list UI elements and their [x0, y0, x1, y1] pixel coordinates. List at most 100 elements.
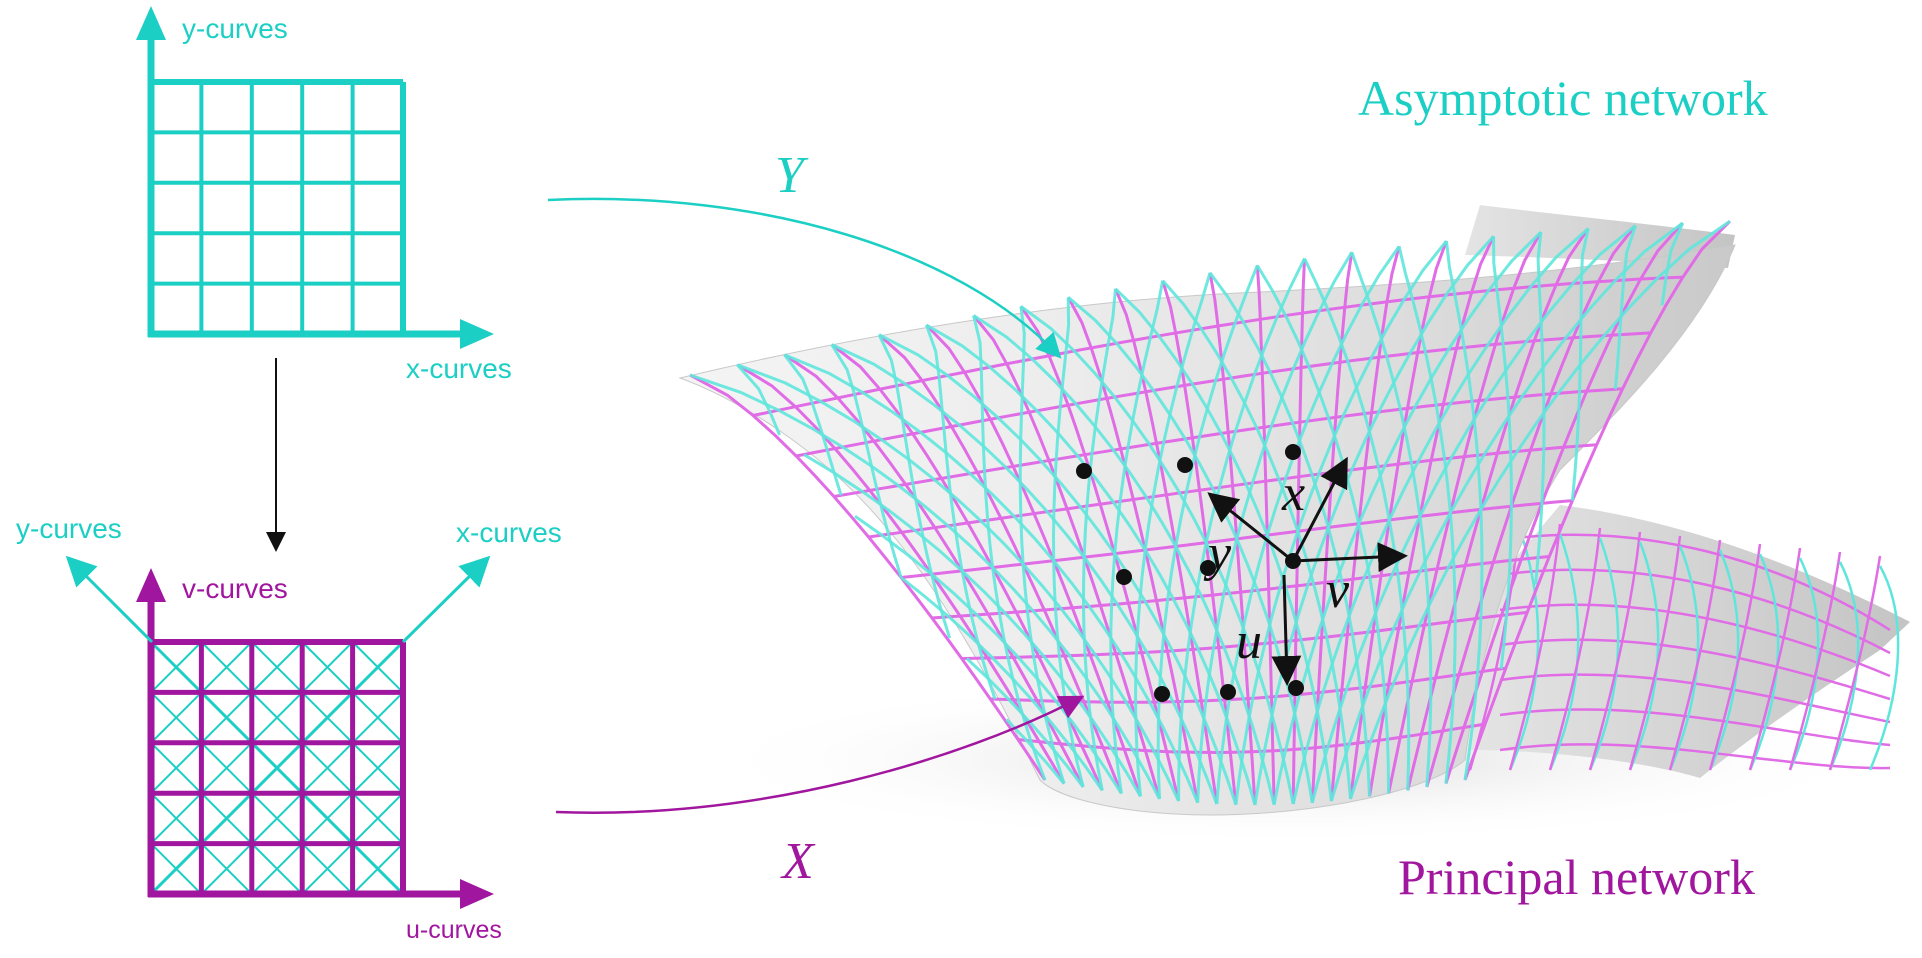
- principal-meridian-curve: [1788, 551, 1842, 771]
- diag-line: [200, 641, 253, 694]
- asymptotic-curve: [1081, 288, 1117, 791]
- diag-line: [301, 742, 354, 794]
- asymptotic-curve: [783, 353, 843, 496]
- bottom-grid-diag-right-label: x-curves: [456, 517, 562, 548]
- vector-v-label: v: [1326, 562, 1350, 619]
- surface-main-mesh: [689, 219, 1732, 806]
- vertex-dot: [1116, 569, 1132, 585]
- top-grid: y-curves x-curves: [136, 6, 512, 384]
- vector-u-label: u: [1236, 613, 1262, 670]
- vector-u-arrow: [1271, 574, 1302, 686]
- diag-line: [301, 641, 354, 694]
- tangent-vectors: x y v u: [1203, 456, 1408, 686]
- diag-line: [351, 792, 404, 845]
- top-grid-lines: [149, 79, 406, 336]
- asymptotic-curve: [1492, 236, 1513, 670]
- principal-meridian-curve: [1748, 547, 1802, 771]
- principal-ring-curve: [1499, 673, 1891, 724]
- surface-back-piece: [1465, 205, 1735, 268]
- diag-line: [251, 842, 303, 895]
- diag-line: [301, 842, 354, 895]
- vector-x-label: x: [1281, 465, 1305, 522]
- top-grid-y-arrowhead: [136, 6, 166, 40]
- principal-ring-curve: [1499, 708, 1891, 747]
- asymptotic-curve: [1349, 219, 1731, 800]
- principal-meridian-curve: [1588, 531, 1642, 771]
- asymptotic-curve: [1613, 225, 1637, 390]
- asymptotic-curve: [1109, 280, 1165, 794]
- diag-line: [150, 792, 203, 845]
- principal-meridian-curve: [1708, 543, 1762, 771]
- vector-x-arrow: [1291, 456, 1348, 562]
- asymptotic-curve: [1156, 264, 1259, 799]
- bottom-grid-u-arrowhead: [460, 879, 494, 909]
- vector-y-arrow: [1207, 492, 1294, 563]
- map-arrow-Y: [547, 197, 1062, 359]
- asymptotic-curve: [877, 334, 952, 639]
- vertex-dot: [1288, 680, 1304, 696]
- vertex-dot: [1076, 463, 1092, 479]
- asymptotic-curve: [830, 343, 903, 578]
- principal-meridian-curve: [1828, 555, 1882, 771]
- principal-ring-curve: [1499, 638, 1891, 701]
- asymptotic-curve: [854, 514, 1123, 795]
- asymptotic-curve: [972, 315, 1047, 781]
- asymptotic-curve: [1534, 231, 1546, 585]
- asymptotic-curve: [1329, 221, 1684, 802]
- asymptotic-curve: [1215, 245, 1401, 805]
- bottom-grid-diag-right-arrow: [401, 555, 491, 644]
- principal-meridian-curve: [1508, 523, 1562, 771]
- asymptotic-curve: [1253, 235, 1495, 806]
- bottom-grid: v-curves u-curves y-curves x-curves: [16, 513, 562, 944]
- asymptotic-curve: [1234, 240, 1448, 805]
- asymptotic-curve: [1272, 231, 1542, 805]
- top-grid-x-arrowhead: [460, 319, 494, 349]
- asymptotic-network-label: Asymptotic network: [1358, 70, 1768, 126]
- top-grid-x-label: x-curves: [406, 353, 512, 384]
- asymptotic-curve: [736, 363, 781, 436]
- bottom-grid-diag-left-arrow: [65, 555, 154, 644]
- asymptotic-curve: [1291, 227, 1590, 805]
- diag-line: [251, 792, 303, 845]
- vector-y-label: y: [1203, 525, 1232, 582]
- principal-meridian-curve: [1628, 535, 1682, 771]
- asymptotic-curve: [1310, 224, 1637, 804]
- vector-v-arrow: [1292, 542, 1408, 573]
- diag-line: [200, 842, 253, 895]
- vertex-dot: [1200, 560, 1216, 576]
- principal-meridian-curve: [1548, 527, 1602, 771]
- bottom-grid-u-label: u-curves: [406, 916, 502, 944]
- vertex-dot: [1285, 444, 1301, 460]
- bottom-grid-lines: [148, 639, 406, 897]
- vertex-dot: [1177, 457, 1193, 473]
- diag-line: [150, 742, 203, 794]
- diag-line: [150, 691, 203, 744]
- principal-network-label: Principal network: [1398, 849, 1755, 905]
- principal-meridian-curve: [1668, 539, 1722, 771]
- map-label-Y: Y: [775, 147, 809, 204]
- diag-line: [149, 640, 405, 896]
- bottom-grid-diag-left-label: y-curves: [16, 513, 122, 544]
- vertex-dot: [1220, 684, 1236, 700]
- asymptotic-curve: [1660, 222, 1685, 306]
- bottom-grid-v-label: v-curves: [182, 573, 288, 604]
- diag-line: [251, 691, 303, 744]
- diag-line: [251, 641, 303, 694]
- vertex-dot: [1154, 686, 1170, 702]
- mesh-vertices: [1076, 444, 1304, 702]
- asymptotic-curve: [1177, 257, 1306, 802]
- top-grid-y-label: y-curves: [182, 13, 288, 44]
- asymptotic-curve: [1196, 251, 1354, 803]
- diag-line: [351, 691, 404, 744]
- diag-line: [200, 742, 253, 794]
- surface-right-piece-mesh: [1468, 519, 1900, 771]
- diag-line: [351, 742, 404, 794]
- asymptotic-curve: [1005, 718, 1066, 785]
- asymptotic-curve: [1134, 272, 1212, 797]
- asymptotic-curve: [924, 324, 997, 700]
- map-label-X: X: [780, 833, 816, 890]
- surface-illustration: Y X Asymptotic network Principal network…: [547, 70, 1910, 905]
- principal-ring-curve: [1499, 568, 1891, 655]
- bottom-grid-v-arrowhead: [136, 568, 166, 602]
